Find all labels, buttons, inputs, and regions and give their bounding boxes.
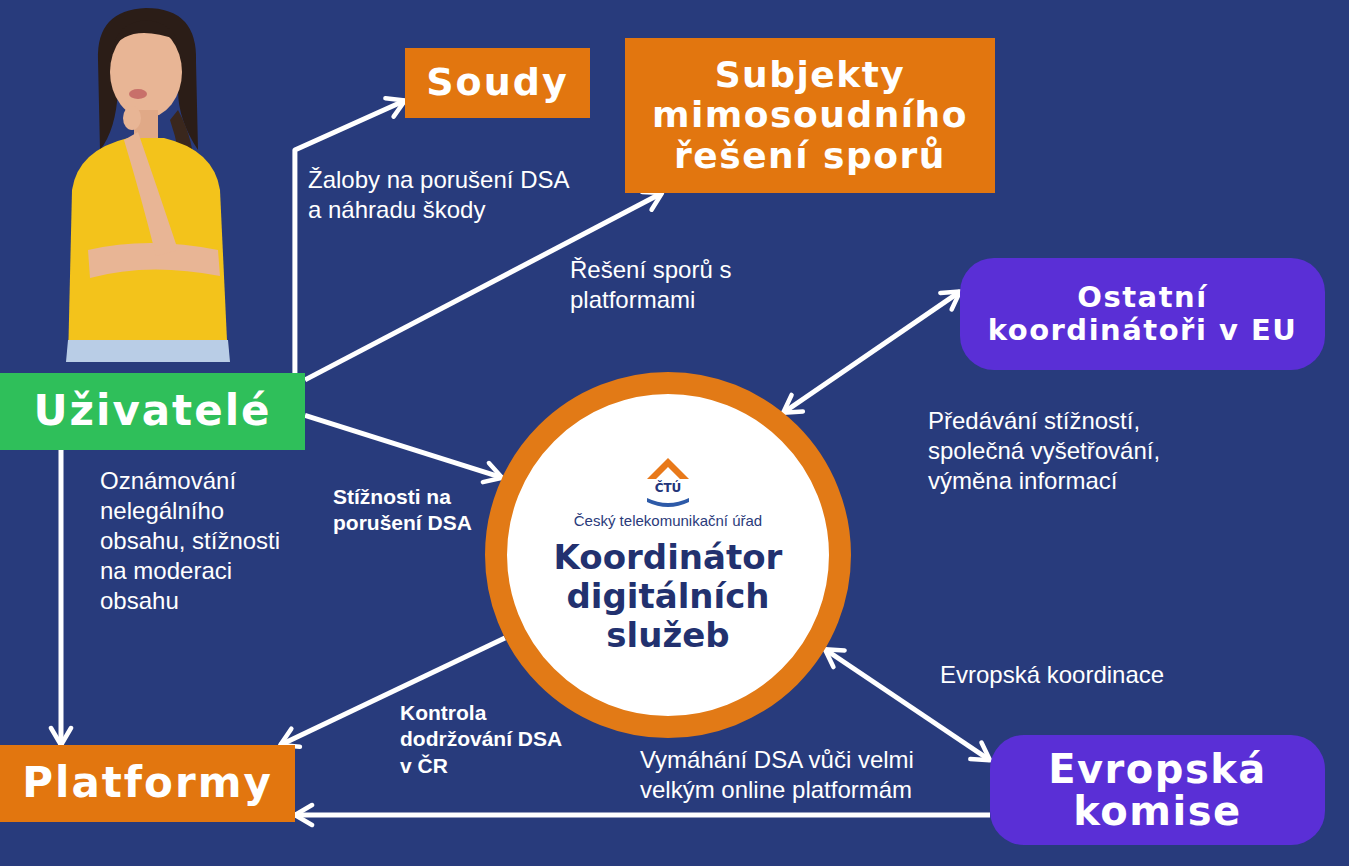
box-title: Uživatelé <box>14 388 291 434</box>
box-title: Soudy <box>419 62 576 104</box>
edge-label: Předávání stížností, společná vyšetřován… <box>928 406 1190 496</box>
eu-coordinators-box: Ostatní koordinátoři v EU <box>960 258 1325 370</box>
edge-label: Řešení sporů s platformami <box>570 255 735 315</box>
platforms-box: Platformy <box>0 745 295 822</box>
users-box: Uživatelé <box>0 373 305 450</box>
edge-label: Evropská koordinace <box>940 660 1200 690</box>
box-title: Subjekty mimosoudního řešení sporů <box>639 55 981 176</box>
coordinator-circle: ČTÚ Český telekomunikační úřadKoordináto… <box>485 372 851 738</box>
edge-label: Oznámování nelegálního obsahu, stížnosti… <box>100 466 296 616</box>
box-title: Ostatní koordinátoři v EU <box>974 281 1311 348</box>
edge-label: Žaloby na porušení DSA a náhradu škody <box>308 165 570 225</box>
box-title: Platformy <box>14 760 281 806</box>
box-title: Evropská komise <box>1004 748 1311 832</box>
connector-group <box>61 101 990 816</box>
adr-box: Subjekty mimosoudního řešení sporů <box>625 38 995 193</box>
logo-roof <box>645 455 691 481</box>
commission-box: Evropská komise <box>990 735 1325 845</box>
edge-label: Stížnosti na porušení DSA <box>333 484 483 537</box>
circle-title: Koordinátor digitálních služeb <box>523 538 813 655</box>
authority-name: Český telekomunikační úřad <box>574 512 762 530</box>
edge-label: Kontrola dodržování DSA v ČR <box>400 700 568 779</box>
logo-wave <box>645 496 691 508</box>
user-illustration <box>28 0 268 362</box>
arrow-connector <box>295 813 990 818</box>
arrow-connector <box>783 292 960 413</box>
edge-label: Vymáhání DSA vůči velmi velkým online pl… <box>640 745 970 805</box>
logo-text: ČTÚ <box>655 481 682 495</box>
court-box: Soudy <box>405 48 590 118</box>
arrow-connector <box>59 450 64 745</box>
arrow-connector <box>305 415 502 477</box>
arrow-connector <box>295 101 405 374</box>
